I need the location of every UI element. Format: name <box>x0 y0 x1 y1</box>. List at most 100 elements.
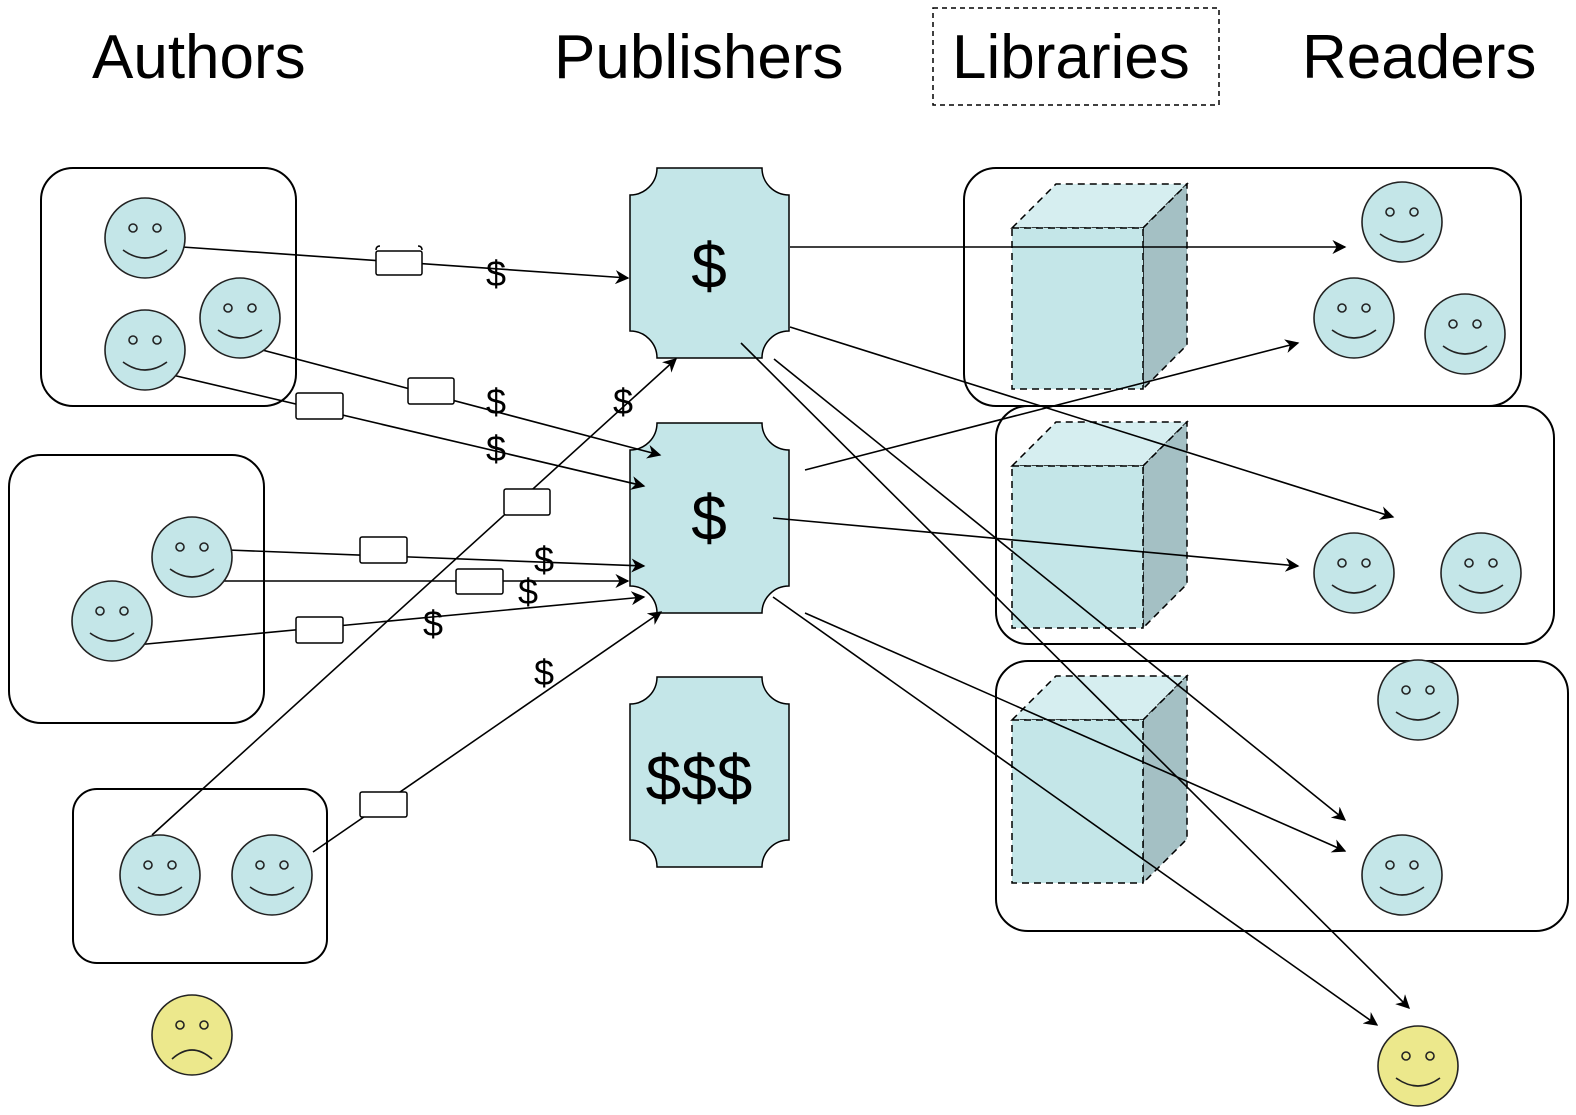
face-mouth <box>169 568 215 578</box>
manuscript-scroll-icon <box>455 568 504 595</box>
manuscript-scroll-icon <box>359 536 408 564</box>
people-layer <box>71 181 1522 1107</box>
face-mouth <box>171 1049 213 1060</box>
flow-line <box>804 339 1300 471</box>
header-authors: Authors <box>92 23 306 92</box>
smiley-face-icon <box>1313 277 1395 359</box>
face-eye <box>152 335 162 345</box>
author-face <box>231 834 313 916</box>
face-eye <box>175 1020 185 1030</box>
smiley-face-icon <box>71 580 153 662</box>
face-mouth <box>249 886 295 896</box>
face-mouth <box>1379 886 1425 896</box>
smiley-face-icon <box>1377 659 1459 741</box>
face-mouth <box>1395 711 1441 721</box>
face-mouth <box>1395 1077 1441 1087</box>
face-eye <box>119 606 129 616</box>
reader-face <box>1313 277 1395 359</box>
payment-label: $ <box>423 603 443 644</box>
publisher-3 <box>629 676 790 868</box>
flow-line <box>135 591 646 646</box>
flow-line <box>167 373 646 490</box>
manuscript-scroll-icon <box>503 488 551 516</box>
smiley-face-icon <box>199 277 281 359</box>
face-eye <box>152 223 162 233</box>
face-eye <box>95 606 105 616</box>
reader-group-3 <box>995 660 1569 932</box>
flow-line <box>227 549 646 573</box>
face-eye <box>175 542 185 552</box>
header-publishers: Publishers <box>554 23 843 92</box>
face-eye <box>1361 303 1371 313</box>
smiley-face-icon <box>1424 293 1506 375</box>
face-eye <box>1385 860 1395 870</box>
publisher-1-label: $ <box>691 230 727 302</box>
face-mouth <box>217 329 263 339</box>
face-eye <box>1409 860 1419 870</box>
manuscript-scroll-icon <box>295 616 344 644</box>
smiley-face-icon <box>231 834 313 916</box>
reader-group-2 <box>995 405 1555 645</box>
face-mouth <box>1458 584 1504 594</box>
face-eye <box>1361 558 1371 568</box>
smiley-face-icon <box>1313 532 1395 614</box>
header-libraries-box <box>932 7 1220 106</box>
face-eye <box>1401 1051 1411 1061</box>
face-mouth <box>1331 584 1377 594</box>
reader-face <box>1440 532 1522 614</box>
publisher-to-reader-flows <box>740 240 1410 1026</box>
author-face <box>199 277 281 359</box>
header-libraries: Libraries <box>952 23 1190 92</box>
publisher-1 <box>629 167 790 359</box>
library-cube-icon <box>1010 674 1189 885</box>
flow-line <box>740 342 1410 1009</box>
payment-label: $ <box>613 381 633 422</box>
face-eye <box>1448 319 1458 329</box>
face-eye <box>223 303 233 313</box>
payment-label: $ <box>486 253 506 294</box>
flow-line <box>772 596 1379 1026</box>
face-eye <box>1425 1051 1435 1061</box>
library-cube-icon <box>1010 182 1189 391</box>
reader-face <box>1313 532 1395 614</box>
face-eye <box>199 542 209 552</box>
payment-label: $ <box>534 539 554 580</box>
author-face <box>151 516 233 598</box>
face-eye <box>143 860 153 870</box>
manuscript-scroll-icon <box>295 392 344 420</box>
smiley-face-icon <box>1440 532 1522 614</box>
smiley-face-icon <box>1377 1025 1459 1107</box>
flow-line <box>773 358 1347 821</box>
face-eye <box>167 860 177 870</box>
reader-face <box>1377 1025 1459 1107</box>
header-readers: Readers <box>1302 23 1536 92</box>
smiley-face-icon <box>104 309 186 391</box>
author-face <box>104 309 186 391</box>
smiley-face-icon <box>1361 181 1443 263</box>
payment-label: $ <box>534 652 554 693</box>
author-group-3 <box>72 788 328 964</box>
smiley-face-icon <box>1361 834 1443 916</box>
face-eye <box>255 860 265 870</box>
author-group-2 <box>8 454 265 724</box>
face-eye <box>1409 207 1419 217</box>
author-face <box>71 580 153 662</box>
face-eye <box>1472 319 1482 329</box>
author-group-1 <box>40 167 297 407</box>
face-eye <box>1464 558 1474 568</box>
face-mouth <box>137 886 183 896</box>
publisher-2-label: $ <box>691 482 727 554</box>
flow-line <box>772 517 1300 572</box>
face-eye <box>1425 685 1435 695</box>
smiley-face-icon <box>104 197 186 279</box>
face-eye <box>1401 685 1411 695</box>
face-mouth <box>1331 329 1377 339</box>
manuscript-scroll-icon <box>407 377 455 405</box>
publisher-3-label: $$$ <box>646 742 753 814</box>
author-face <box>104 197 186 279</box>
payment-label: $ <box>486 381 506 422</box>
face-eye <box>279 860 289 870</box>
face-mouth <box>122 361 168 371</box>
